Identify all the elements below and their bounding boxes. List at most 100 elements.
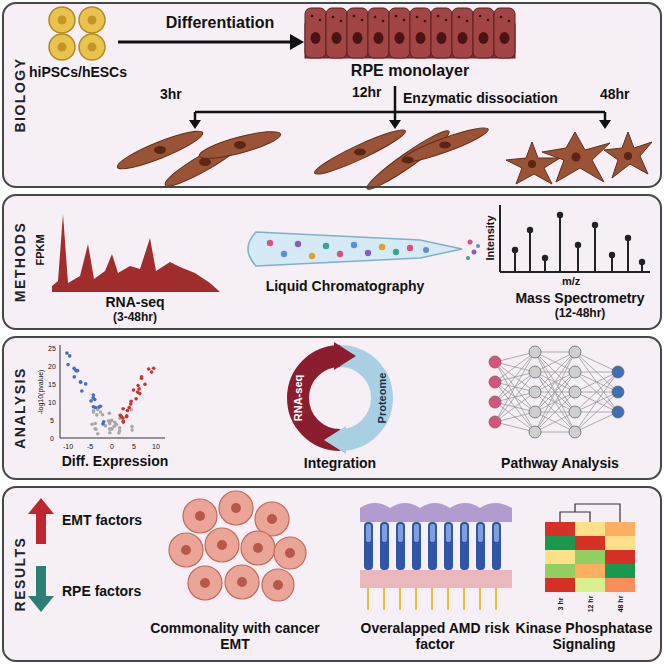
mass-spectrum — [527, 227, 533, 233]
arrowheads — [189, 120, 201, 129]
neural-network — [489, 396, 501, 408]
chromatography-column — [323, 243, 329, 249]
volcano-dots — [132, 388, 136, 392]
section-title: RESULTS — [13, 537, 27, 612]
rpe-monolayer — [416, 16, 419, 19]
rpe-monolayer — [389, 8, 410, 58]
chromatography-column — [466, 256, 470, 260]
heatmap — [560, 504, 620, 522]
rpe-monolayer — [500, 32, 510, 44]
neural-network — [529, 346, 541, 358]
volcano-dots — [84, 382, 88, 386]
neural-network — [575, 372, 618, 392]
mass-spectrum — [592, 222, 598, 228]
volcano-dots — [75, 369, 79, 373]
trend-arrows — [28, 498, 54, 612]
caption-label: RPE factors — [62, 583, 141, 599]
cancer-cells — [267, 514, 277, 524]
volcano-dots — [150, 370, 154, 374]
mass-spectrum — [625, 235, 631, 241]
dissociated-cells — [542, 132, 610, 182]
dissociated-cells — [439, 142, 451, 149]
heatmap — [545, 536, 575, 550]
mass-spectrum — [577, 245, 579, 272]
heatmap — [575, 578, 605, 592]
stem-cells — [49, 34, 75, 60]
dissociated-cells — [528, 160, 536, 168]
chromatography-column — [476, 244, 480, 248]
mass-spectrum — [609, 252, 615, 258]
retina-layers — [360, 503, 512, 522]
neural-network — [529, 406, 541, 418]
heatmap — [605, 564, 635, 578]
volcano-dots — [92, 409, 96, 413]
rpe-monolayer — [368, 8, 389, 58]
volcano-dots — [108, 422, 112, 426]
trend-arrows — [28, 566, 54, 612]
heatmap — [545, 504, 635, 592]
heatmap — [545, 564, 575, 578]
caption-label: Intensity — [485, 215, 496, 260]
volcano-dots — [140, 375, 144, 379]
cancer-cells — [181, 503, 295, 590]
chromatography-column — [472, 250, 477, 255]
rpe-monolayer — [487, 19, 490, 22]
heatmap — [605, 578, 635, 592]
retina-layers — [382, 524, 387, 542]
section-panel: BIOLOGY — [2, 2, 662, 188]
rpe-monolayer — [305, 8, 326, 58]
volcano-dots — [109, 427, 113, 431]
volcano-dots — [136, 384, 140, 388]
caption-label: hiPSCs/hESCs — [20, 64, 136, 80]
neural-network — [535, 352, 575, 372]
axis-tick: -10 — [63, 443, 73, 450]
rpe-monolayer — [340, 20, 343, 23]
volcano-dots — [108, 431, 112, 435]
rpe-monolayer — [305, 8, 515, 58]
retina-layers — [367, 588, 369, 610]
mass-spectrum — [594, 225, 596, 272]
volcano-dots — [94, 406, 98, 410]
rpe-monolayer — [458, 32, 468, 44]
retina-layers — [360, 503, 512, 610]
volcano-dots — [134, 397, 138, 401]
rpe-monolayer — [353, 32, 363, 44]
retina-layers — [460, 522, 469, 570]
rpe-monolayer — [452, 8, 473, 58]
volcano-dots — [79, 381, 83, 385]
caption-label: RPE monolayer — [320, 62, 500, 80]
chromatography-column — [423, 247, 429, 253]
rpe-monolayer — [347, 8, 368, 58]
rpe-monolayer — [332, 16, 335, 19]
dissociated-cells — [154, 146, 166, 154]
neural-network — [575, 372, 618, 412]
neural-network — [575, 372, 618, 392]
cancer-cells — [285, 548, 295, 558]
retina-layers — [366, 524, 499, 542]
volcano-dots — [65, 351, 155, 435]
rpe-monolayer — [374, 32, 384, 44]
axis-tick: 5 — [132, 443, 136, 450]
chromatography-column — [309, 253, 315, 259]
retina-layers — [360, 570, 512, 588]
volcano-dots — [101, 422, 105, 426]
mass-spectrum — [514, 250, 516, 272]
rpe-monolayer — [508, 20, 511, 23]
retina-layers — [399, 588, 401, 610]
arrowheads — [389, 120, 401, 129]
dissociated-cells — [197, 126, 282, 163]
neural-network — [575, 372, 618, 412]
caption-label: Enzymatic dissociation — [403, 90, 558, 106]
heatmap — [545, 550, 575, 564]
rpe-monolayer — [500, 16, 503, 19]
neural-network — [535, 352, 575, 372]
mass-spectrum — [529, 230, 531, 272]
rpe-monolayer — [466, 20, 469, 23]
caption-label: 3hr — [160, 86, 182, 102]
retina-layers — [446, 524, 451, 542]
mass-spectrum — [500, 205, 650, 272]
mass-spectrum — [499, 205, 501, 272]
